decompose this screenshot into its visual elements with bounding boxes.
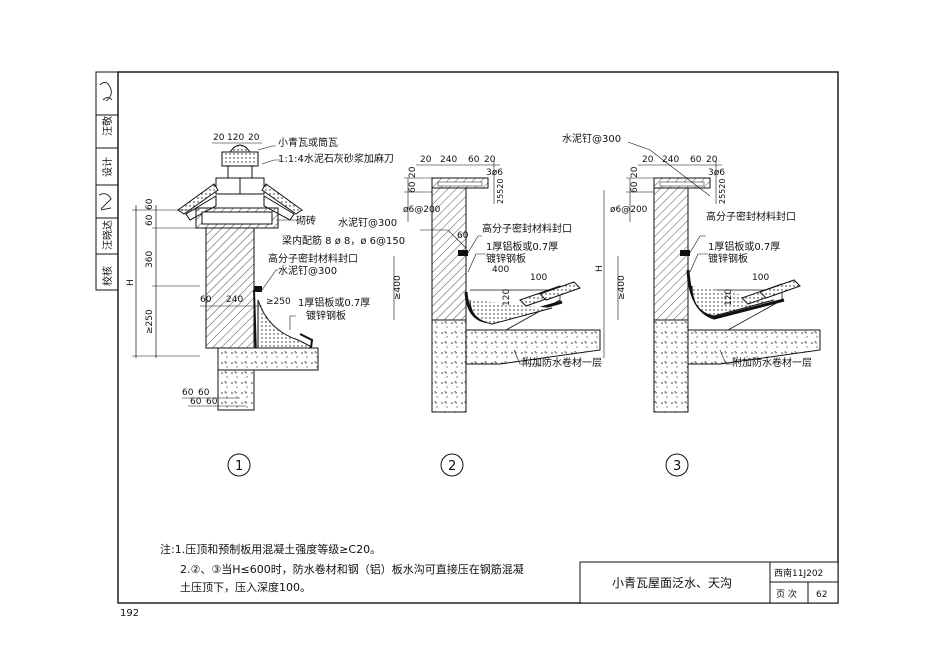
d1-label-rebar: 梁内配筋 8 ø 8，ø 6@150 (282, 234, 405, 247)
d3-dim-left-20: 20 (630, 166, 640, 178)
review-label: 校核 (101, 266, 114, 286)
detail-2-number: 2 (448, 459, 456, 474)
d1-dim-left-60b: 60 (145, 198, 155, 210)
d3-dim-H: H (595, 265, 605, 272)
d2-dim-top-2: 240 (440, 155, 457, 165)
d2-dim-top-3: 60 (468, 155, 480, 165)
detail-2-marker (440, 453, 464, 477)
d3-label-nail: 水泥钉@300 (562, 132, 621, 145)
d3-dim-top-3: 60 (690, 155, 702, 165)
d3-dim-100: 100 (752, 273, 769, 283)
drawing-title: 小青瓦屋面泛水、天沟 (612, 576, 732, 590)
d3-dim-vert: 25520 (718, 179, 727, 204)
d1-label-plate2: 镀锌钢板 (306, 309, 346, 322)
d1-dim-H: H (126, 279, 136, 286)
d3-dim-top-1: 20 (642, 155, 654, 165)
d2-dim-120: 120 (502, 289, 512, 306)
d3-dim-spacing: ø6@200 (610, 205, 648, 215)
approval-strip: 汪敬 设计 汪晓达 校核 (95, 71, 119, 291)
atlas-number: 西南11J202 (774, 567, 823, 579)
detail-3: 水泥钉@300 20 240 60 20 3ø6 25520 60 20 ø6@… (562, 132, 821, 477)
d1-dim-top-1: 20 (213, 133, 225, 143)
d1-label-brick: 砌砖 (296, 214, 316, 227)
detail-1-number: 1 (235, 459, 243, 474)
d1-dim-top-3: 20 (248, 133, 260, 143)
d2-dim-left-60: 60 (408, 181, 418, 193)
note-line-1: 注:1.压顶和预制板用混凝土强度等级≥C20。 (160, 543, 382, 556)
d3-dim-top-4: 20 (706, 155, 718, 165)
d2-dim-vert: 25520 (496, 179, 505, 204)
d1-label-nail: 水泥钉@300 (278, 264, 337, 277)
detail-3-marker (665, 453, 689, 477)
d1-dim-250: ≥250 (266, 297, 291, 307)
d2-dim-top-4: 20 (484, 155, 496, 165)
d1-dim-bot-2: 60 (198, 388, 210, 398)
detail-1-marker (227, 453, 251, 477)
d3-label-plate2: 镀锌钢板 (708, 252, 748, 265)
d2-dim-60: 60 (457, 231, 469, 241)
d3-label-sealant: 高分子密封材料封口 (706, 210, 796, 223)
d1-label-tile: 小青瓦或筒瓦 (278, 136, 338, 149)
d2-label-plate: 1厚铝板或0.7厚 (486, 240, 558, 253)
d3-dim-400: ≥400 (617, 275, 627, 300)
d1-dim-bot-1: 60 (182, 388, 194, 398)
sheet-page-number: 192 (120, 608, 140, 619)
d3-dim-120: 120 (724, 289, 734, 306)
d1-dim-bot-3: 60 (190, 397, 202, 407)
design-label: 设计 (101, 157, 114, 177)
drawing-frame (117, 71, 839, 604)
d2-dim-400b: 400 (492, 265, 509, 275)
d1-dim-top-2: 120 (227, 133, 244, 143)
signature-2 (98, 193, 112, 211)
detail-3-number: 3 (673, 459, 681, 474)
d1-dim-left-360: 360 (145, 251, 155, 268)
d2-dim-top-1: 20 (420, 155, 432, 165)
d1-label-plate: 1厚铝板或0.7厚 (298, 296, 370, 309)
page-label: 页 次 (776, 588, 797, 600)
page-number-box: 62 (816, 590, 827, 600)
d2-dim-spacing: ø6@200 (403, 205, 441, 215)
note-line-2: 2.②、③当H≤600时，防水卷材和钢（铝）板水沟可直接压在钢筋混凝 (180, 563, 524, 576)
checker-name: 汪晓达 (102, 220, 114, 250)
d2-dim-left-20: 20 (408, 166, 418, 178)
d1-label-mortar: 1:1:4水泥石灰砂浆加麻刀 (278, 152, 394, 165)
d1-dim-bot-4: 60 (206, 397, 218, 407)
signature-1 (99, 81, 113, 102)
d2-dim-bar: 3ø6 (486, 168, 503, 178)
d3-dim-top-2: 240 (662, 155, 679, 165)
d3-dim-left-60: 60 (630, 181, 640, 193)
note-line-3: 土压顶下，压入深度100。 (180, 581, 311, 594)
title-block: 小青瓦屋面泛水、天沟 西南11J202 页 次 62 (579, 561, 839, 604)
d1-dim-240: 240 (226, 295, 243, 305)
detail-2: 20 240 60 20 3ø6 25520 60 20 ø6@200 水泥钉@… (338, 155, 602, 477)
d1-dim-60: 60 (200, 295, 212, 305)
detail-1: 20 120 20 小青瓦或筒瓦 1:1:4水泥石灰砂浆加麻刀 砌砖 梁内配筋 … (126, 133, 405, 477)
d2-dim-400: ≥400 (393, 275, 403, 300)
d3-dim-bar: 3ø6 (708, 168, 725, 178)
d2-label-membrane: 附加防水卷材一层 (522, 356, 602, 369)
d2-dim-100: 100 (530, 273, 547, 283)
d3-label-membrane: 附加防水卷材一层 (732, 356, 812, 369)
d1-dim-left-250: ≥250 (145, 309, 155, 334)
d2-label-nail: 水泥钉@300 (338, 216, 397, 229)
d2-label-sealant: 高分子密封材料封口 (482, 222, 572, 235)
d1-dim-left-60a: 60 (145, 214, 155, 226)
designer-name: 汪敬 (101, 116, 114, 136)
d2-label-plate2: 镀锌钢板 (486, 252, 526, 265)
d3-label-plate: 1厚铝板或0.7厚 (708, 240, 780, 253)
d1-label-sealant: 高分子密封材料封口 (268, 252, 358, 265)
